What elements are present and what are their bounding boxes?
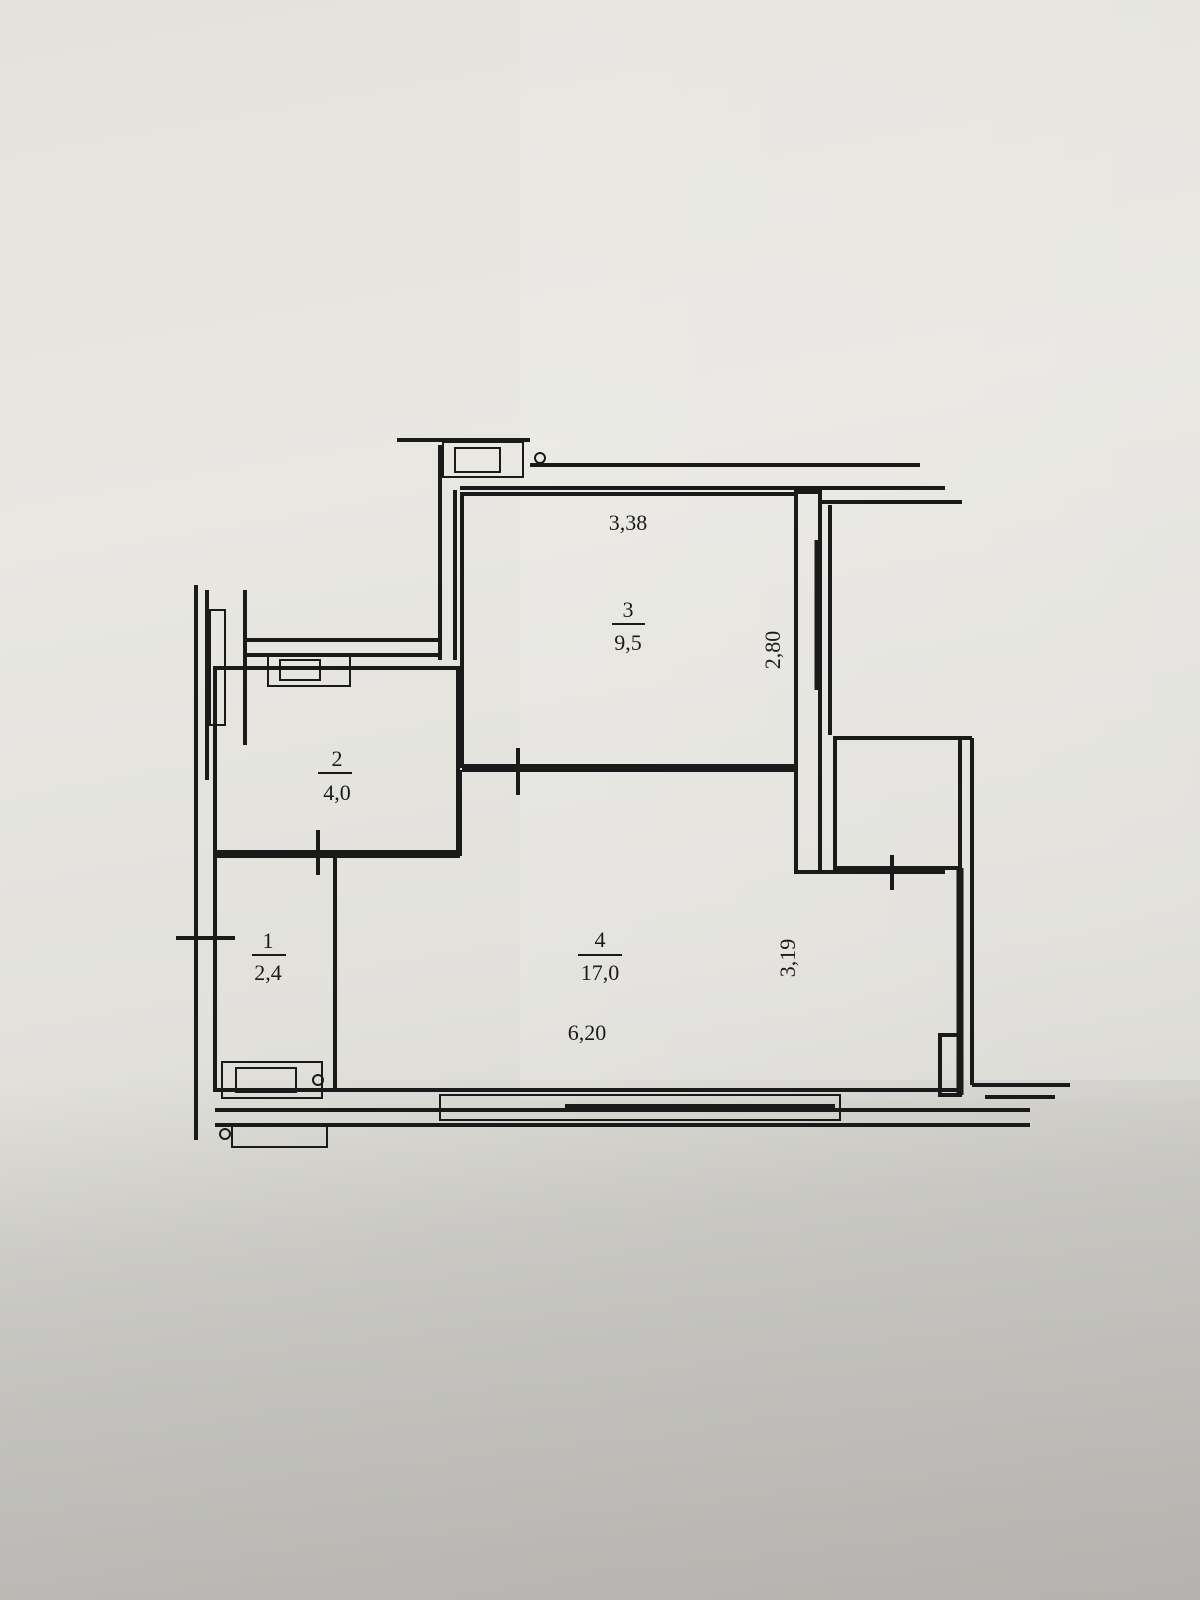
room2-area: 4,0 [323, 780, 351, 805]
room4-width-dimension: 6,20 [568, 1020, 607, 1045]
room4-area: 17,0 [581, 960, 620, 985]
paper-shadow [0, 1080, 1200, 1600]
walls [176, 438, 1070, 1148]
room3-number: 3 [623, 597, 634, 622]
room1-number: 1 [263, 928, 274, 953]
room3-area: 9,5 [614, 630, 642, 655]
room-labels: 3,38 3 9,5 2,80 2 4,0 1 2,4 4 17,0 6,20 … [252, 510, 800, 1045]
room4-number: 4 [595, 927, 606, 952]
room3-depth-dimension: 2,80 [760, 631, 785, 670]
room1-area: 2,4 [254, 960, 282, 985]
room4-depth-dimension: 3,19 [775, 939, 800, 978]
room3-width-dimension: 3,38 [609, 510, 648, 535]
paper-light-band [520, 0, 1200, 1100]
room2-number: 2 [332, 746, 343, 771]
